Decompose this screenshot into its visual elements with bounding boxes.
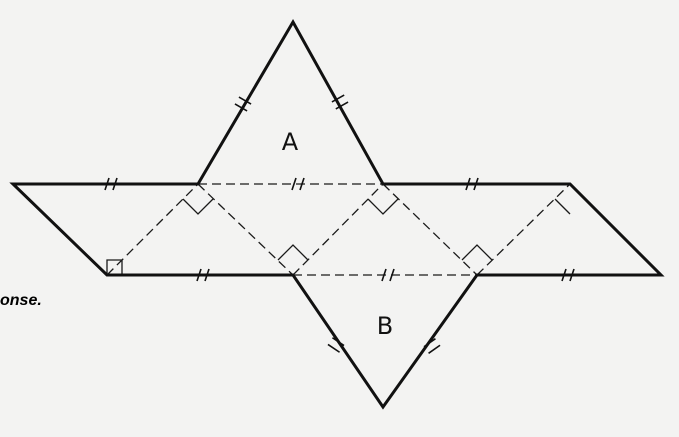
right-angle-marker [367,198,399,215]
right-angle-marker [554,198,571,215]
fold-line-diagonal-4 [382,183,478,276]
tick-mark [291,177,305,191]
right-angle-markers [106,198,571,275]
tick-mark [234,96,252,112]
tick-mark [327,337,345,353]
fold-line-diagonal-2 [197,183,294,276]
equal-length-marks [104,94,575,354]
fold-lines [106,183,571,276]
fold-line-diagonal-3 [292,183,384,276]
tick-mark [381,268,395,282]
tick-mark [104,177,118,191]
clipped-instruction-text: onse. [0,292,42,309]
right-angle-marker [106,259,123,275]
tick-mark [196,268,210,282]
face-label-a: A [282,128,299,156]
net-outline [9,18,665,410]
tick-mark [465,177,479,191]
right-angle-marker [182,198,214,215]
fold-line-diagonal-5 [476,183,571,276]
tick-mark [561,268,575,282]
fold-line-diagonal-1 [106,183,199,276]
tick-mark [423,338,441,354]
tick-mark [331,94,349,110]
right-angle-marker [461,244,493,261]
face-label-b: B [377,312,393,340]
net-outline-shape [9,18,665,410]
right-angle-marker [277,244,309,261]
